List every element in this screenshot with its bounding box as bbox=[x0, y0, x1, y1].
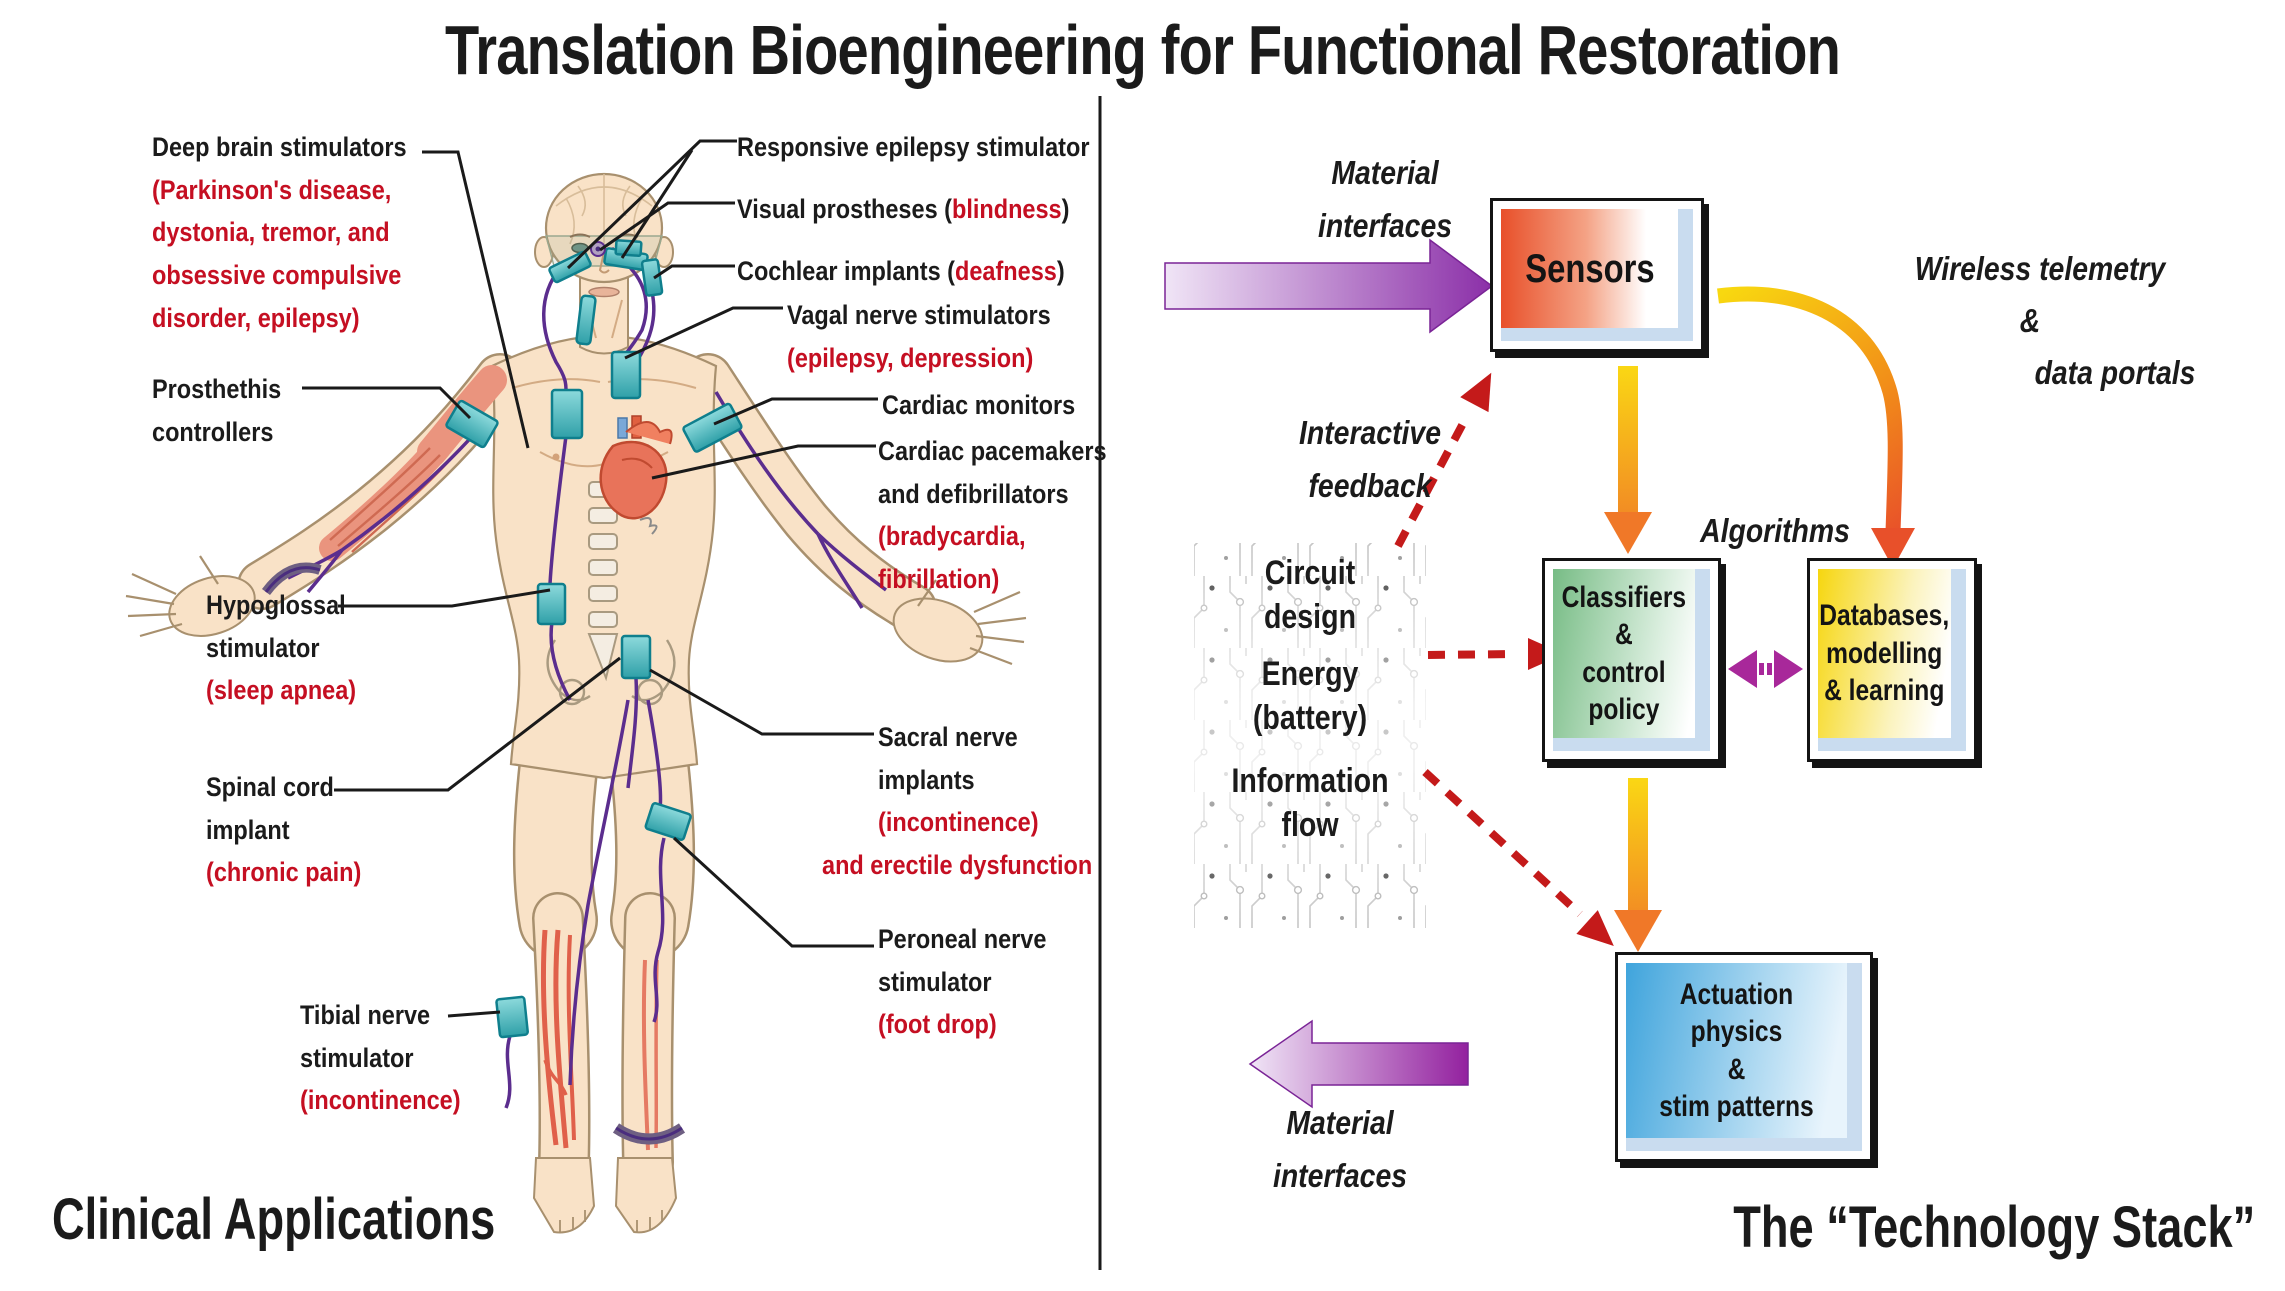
label-cardiac-monitors: Cardiac monitors bbox=[882, 390, 1076, 420]
wireless-telemetry-arrow bbox=[1717, 286, 1915, 568]
algorithms-label: Algorithms bbox=[1700, 512, 1850, 549]
label-visual-prostheses: Visual prostheses (blindness) bbox=[737, 194, 1070, 224]
clinical-applications-heading: Clinical Applications bbox=[52, 1187, 496, 1252]
classifiers-box: Classifiers & control policy bbox=[1542, 558, 1721, 762]
connector-peroneal bbox=[672, 836, 874, 948]
databases-box: Databases, modelling & learning bbox=[1807, 558, 1977, 762]
label-deep-brain-stimulators: Deep brain stimulators (Parkinson's dise… bbox=[152, 132, 407, 333]
label-peroneal-nerve-stimulator: Peroneal nerve stimulator (foot drop) bbox=[878, 924, 1047, 1040]
interactive-feedback-arrow bbox=[1394, 372, 1492, 548]
connector-lines bbox=[302, 139, 878, 1018]
label-prosthesis-controllers: Prosthethis controllers bbox=[152, 374, 282, 447]
connector-vagal bbox=[624, 306, 783, 360]
label-spinal-cord-implant: Spinal cord implant (chronic pain) bbox=[206, 772, 362, 888]
wireless-telemetry-label-2: & bbox=[2019, 302, 2041, 339]
technology-stack-heading: The “Technology Stack” bbox=[1732, 1195, 2255, 1260]
leg-muscles bbox=[540, 929, 659, 1151]
connector-prosthesis bbox=[302, 386, 472, 420]
page-title: Translation Bioengineering for Functiona… bbox=[444, 11, 1841, 89]
connector-responsive-b bbox=[620, 149, 694, 259]
label-sacral-nerve-implants: Sacral nerve implants (incontinence) bbox=[878, 722, 1039, 838]
connector-deep-brain bbox=[422, 150, 530, 449]
label-hypoglossal-stimulator: Hypoglossal stimulator (sleep apnea) bbox=[206, 590, 357, 706]
wireless-telemetry-label-3: data portals bbox=[2034, 354, 2196, 391]
flow-to-actuation-arrow bbox=[1422, 769, 1614, 947]
sensors-to-classifiers-arrow bbox=[1604, 366, 1652, 554]
left-hand bbox=[125, 555, 256, 638]
circuit-energy-information-label: Circuit design Energy (battery) Informat… bbox=[1231, 554, 1389, 844]
material-interfaces-arrow-in bbox=[1164, 238, 1494, 334]
connector-cardiac-monitors bbox=[713, 397, 878, 426]
classifiers-databases-arrow bbox=[1728, 650, 1803, 688]
connector-hypoglossal bbox=[338, 588, 551, 608]
label-tibial-nerve-stimulator: Tibial nerve stimulator (incontinence) bbox=[300, 1000, 461, 1116]
material-interfaces-top-label: Material interfaces bbox=[1317, 154, 1453, 245]
human-body-illustration bbox=[125, 172, 1027, 1234]
actuation-box: Actuation physics & stim patterns bbox=[1615, 952, 1873, 1162]
sensors-box: Sensors bbox=[1490, 198, 1704, 352]
wireless-telemetry-label-1: Wireless telemetry bbox=[1914, 250, 2166, 287]
label-responsive-epilepsy-stimulator: Responsive epilepsy stimulator bbox=[737, 132, 1090, 162]
label-cardiac-pacemakers: Cardiac pacemakers and defibrillators (b… bbox=[878, 436, 1107, 594]
material-interfaces-arrow-out bbox=[1248, 1019, 1469, 1109]
right-hand bbox=[892, 579, 1027, 666]
connector-cardiac-pacemakers bbox=[651, 444, 876, 480]
connector-responsive-a bbox=[566, 139, 737, 270]
label-vagal-nerve-stimulators: Vagal nerve stimulators (epilepsy, depre… bbox=[787, 300, 1051, 373]
heart bbox=[599, 415, 673, 535]
connector-tibial bbox=[447, 1010, 501, 1018]
connector-visual bbox=[599, 201, 735, 252]
label-erectile-dysfunction: and erectile dysfunction bbox=[822, 850, 1093, 880]
label-cochlear-implants: Cochlear implants (deafness) bbox=[737, 256, 1065, 286]
connector-sacral bbox=[649, 668, 874, 736]
interactive-feedback-label: Interactive feedback bbox=[1299, 414, 1441, 505]
classifiers-to-actuation-arrow bbox=[1614, 778, 1662, 952]
material-interfaces-bottom-label: Material interfaces bbox=[1272, 1104, 1408, 1195]
connector-spinal bbox=[334, 656, 621, 792]
connector-cochlear bbox=[653, 264, 735, 280]
